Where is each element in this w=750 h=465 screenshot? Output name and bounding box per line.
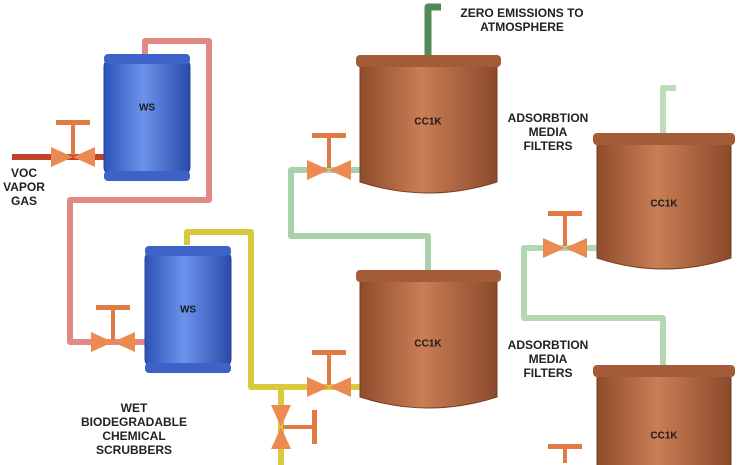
emission-stack [424,3,441,58]
valve-tank-c [543,211,587,258]
valve-scrubber-lower [91,305,135,352]
valve-tank-d [548,444,582,463]
cc1k-c-label: CC1K [650,198,678,210]
scrubbers-label: WET BIODEGRADABLE CHEMICAL SCRUBBERS [80,401,187,457]
cc1k-a-label: CC1K [414,116,442,128]
ws-upper-label: WS [138,102,156,114]
valve-vertical [271,405,317,449]
red-pipe [67,38,212,345]
valve-tank-a [307,133,351,180]
cc1k-b-label: CC1K [414,338,442,350]
valve-inlet [51,120,95,167]
scrubber-lower [144,246,232,373]
tank-cc1k-a [356,55,501,194]
adsorption-upper-label: ADSORBTION MEDIA FILTERS [507,111,589,153]
tank-cc1k-b [356,270,501,409]
voc-vapor-gas-label: VOC VAPOR GAS [3,166,45,208]
tank-cc1k-d [593,365,735,465]
scrubber-upper [103,54,191,181]
valve-tank-b [307,350,351,397]
zero-emissions-label: ZERO EMISSIONS TO ATMOSPHERE [460,6,584,34]
tank-cc1k-c [593,133,735,270]
adsorption-lower-label: ADSORBTION MEDIA FILTERS [507,338,589,380]
ws-lower-label: WS [179,304,197,316]
yellow-pipe [184,229,368,390]
pipes [12,3,676,465]
cc1k-d-label: CC1K [650,430,678,442]
right-stack [660,85,676,135]
